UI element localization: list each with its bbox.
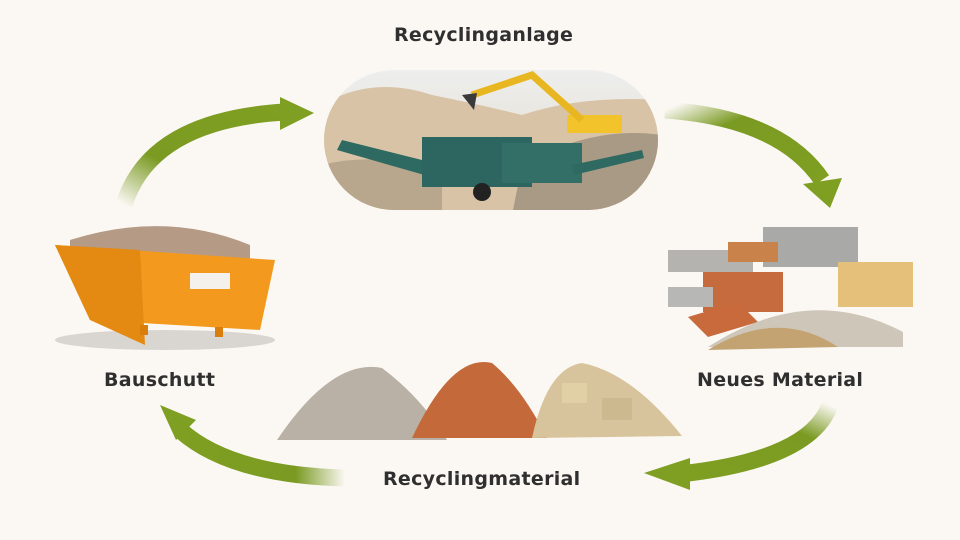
label-bauschutt: Bauschutt <box>104 369 216 391</box>
arrow-recyclingmaterial-to-bauschutt <box>160 405 346 487</box>
recycling-plant-image <box>324 70 658 210</box>
arrow-bauschutt-to-anlage <box>115 97 314 208</box>
rubble-container-image <box>55 226 275 350</box>
label-recyclinganlage: Recyclinganlage <box>394 24 574 46</box>
label-recyclingmaterial: Recyclingmaterial <box>383 468 581 490</box>
arrow-anlage-to-neues <box>664 101 842 208</box>
arrow-neues-to-recyclingmaterial <box>644 401 838 490</box>
recycled-material-image <box>277 361 682 440</box>
label-neues-material: Neues Material <box>697 369 864 391</box>
new-material-image <box>668 227 913 350</box>
